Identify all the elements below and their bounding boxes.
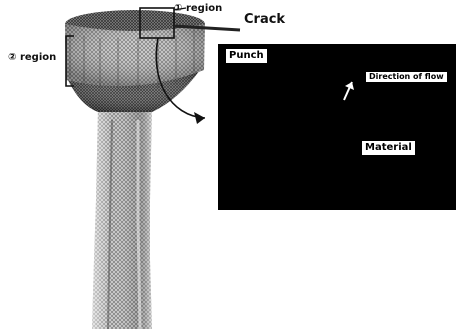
direction-of-flow-label: Direction of flow — [366, 72, 447, 82]
region2-label: ② region — [8, 53, 56, 63]
region1-label: ① region — [174, 4, 222, 14]
punch-label: Punch — [226, 49, 267, 63]
crack-label: Crack — [244, 13, 285, 26]
material-label: Material — [362, 141, 415, 155]
inset-panel — [218, 44, 456, 210]
leader-arrowhead — [194, 112, 205, 124]
part-shaft — [92, 108, 152, 329]
